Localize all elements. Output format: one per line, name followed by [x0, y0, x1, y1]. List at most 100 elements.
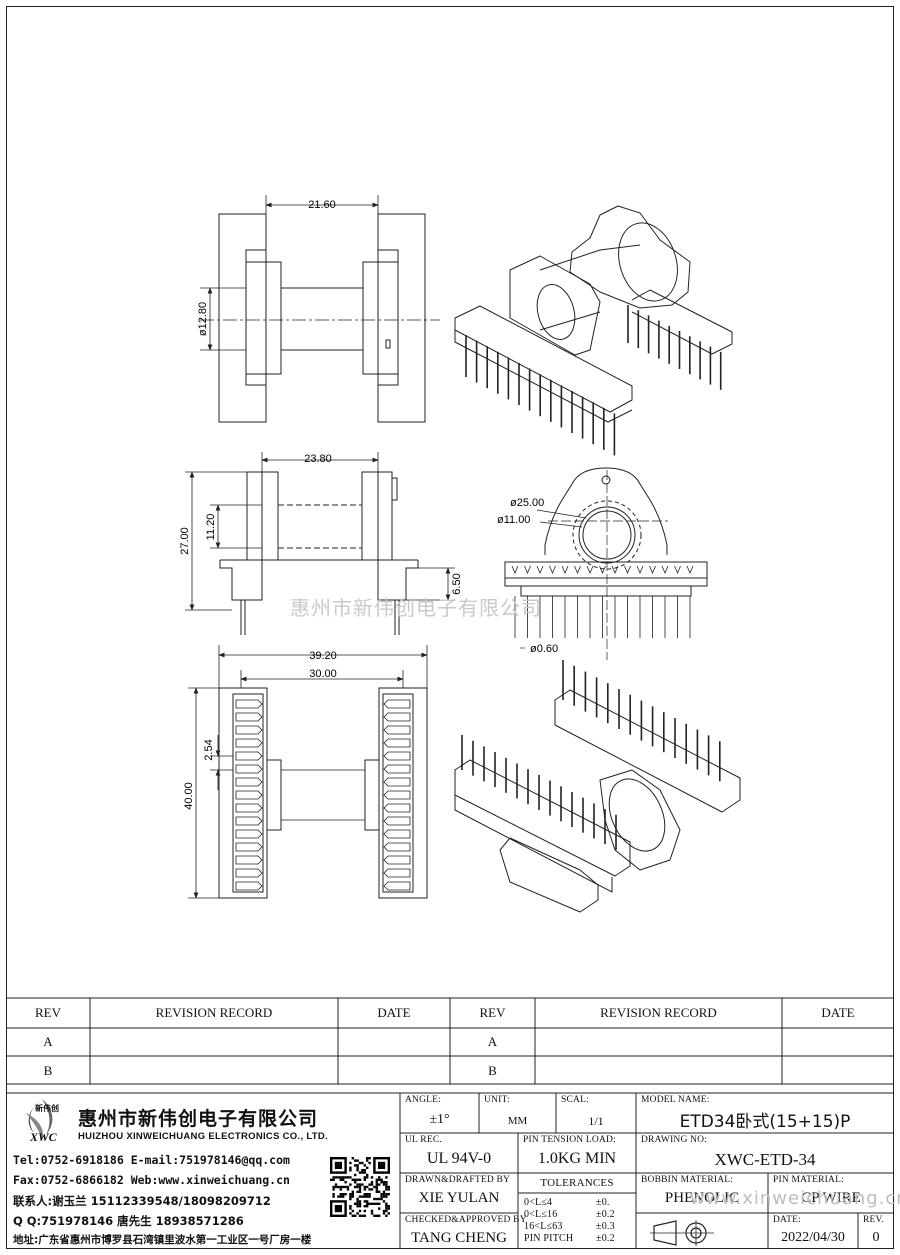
- ul-label: UL REC.: [405, 1135, 442, 1145]
- qr-module: [344, 1181, 347, 1184]
- pin-slot-left: [235, 738, 263, 748]
- qr-module: [349, 1195, 352, 1198]
- qr-module: [349, 1183, 352, 1186]
- qr-module: [332, 1176, 335, 1179]
- iso-bottom-pins: [461, 660, 721, 850]
- end-pin-notch: [686, 565, 694, 575]
- qr-module: [354, 1164, 357, 1167]
- qr-module: [346, 1188, 350, 1191]
- qr-module: [358, 1185, 362, 1189]
- qr-module: [349, 1161, 352, 1165]
- qr-module: [366, 1200, 369, 1203]
- scal-label: SCAL:: [561, 1095, 589, 1105]
- qr-module: [387, 1188, 390, 1191]
- qr-module: [366, 1193, 369, 1196]
- qr-module: [358, 1183, 362, 1186]
- qr-module: [363, 1185, 366, 1189]
- qr-module: [334, 1183, 338, 1186]
- qr-module: [349, 1197, 352, 1201]
- rev-row-b-right: B: [488, 1063, 497, 1078]
- logo-cn: 新伟创: [35, 1104, 59, 1113]
- qr-module: [366, 1176, 369, 1179]
- qr-module: [378, 1178, 381, 1181]
- qr-module: [358, 1209, 362, 1213]
- qr-module: [382, 1209, 386, 1213]
- qr-module: [344, 1176, 347, 1179]
- qr-module: [378, 1176, 381, 1179]
- top-view: [200, 195, 440, 423]
- end-pin-notch: [649, 565, 656, 575]
- date-value: 2022/04/30: [781, 1230, 845, 1245]
- qr-module: [366, 1159, 369, 1162]
- pin-slot-right: [383, 738, 411, 748]
- pin-slot-left: [235, 842, 263, 852]
- qr-module: [354, 1185, 357, 1189]
- qr-module: [366, 1185, 369, 1189]
- pin-slot-left: [235, 803, 263, 813]
- qr-module: [349, 1205, 352, 1208]
- scal-value: 1/1: [588, 1114, 604, 1128]
- qr-module: [356, 1205, 359, 1208]
- rev-header-1: REV: [35, 1005, 61, 1020]
- model-label: MODEL NAME:: [641, 1095, 710, 1105]
- tol-value-2: ±0.3: [596, 1221, 615, 1232]
- pin-slot-left: [235, 855, 263, 865]
- qr-module: [330, 1178, 333, 1181]
- qr-module: [356, 1200, 359, 1203]
- date-header-2: DATE: [821, 1005, 855, 1020]
- qr-module: [368, 1195, 371, 1198]
- qr-module: [375, 1185, 378, 1189]
- end-pin-notch: [611, 565, 619, 575]
- iso-top-pins: [465, 305, 722, 456]
- tol-range-1: 0<L≤16: [524, 1209, 558, 1220]
- qr-module: [332, 1178, 335, 1181]
- pin-slot-right: [383, 751, 411, 761]
- qr-module: [349, 1193, 352, 1196]
- tol-range-2: 16<L≤63: [524, 1221, 563, 1232]
- dim-bot-height: 40.00: [183, 782, 195, 810]
- qr-module: [342, 1178, 345, 1181]
- bottom-view: [188, 645, 428, 899]
- contact-fax: Fax:0752-6866182 Web:www.xinweichuang.cn: [13, 1173, 290, 1187]
- qr-module: [366, 1205, 369, 1208]
- qr-module: [332, 1185, 335, 1189]
- pin-slot-right: [383, 764, 411, 774]
- qr-module: [387, 1205, 390, 1208]
- qr-module: [368, 1157, 371, 1160]
- qr-module: [342, 1193, 345, 1196]
- side-view: [185, 452, 455, 635]
- qr-module: [351, 1190, 354, 1193]
- qr-module: [370, 1176, 374, 1179]
- end-pin-notch: [549, 565, 556, 575]
- rev-row-a-right: A: [487, 1034, 498, 1049]
- qr-module: [385, 1205, 388, 1208]
- bobbin-value: PHENOLIC: [664, 1190, 740, 1206]
- qr-module: [356, 1185, 359, 1189]
- pin-slot-right: [383, 777, 411, 787]
- tol-range-3: PIN PITCH: [524, 1233, 574, 1244]
- qr-module: [382, 1181, 386, 1184]
- qr-module: [356, 1159, 359, 1162]
- qr-module: [351, 1178, 354, 1181]
- qr-module: [349, 1207, 352, 1210]
- qr-module: [385, 1176, 388, 1179]
- pin-slot-right: [383, 842, 411, 852]
- angle-label: ANGLE:: [405, 1095, 442, 1105]
- qr-module: [380, 1178, 383, 1181]
- qr-module: [363, 1178, 366, 1181]
- qr-module: [375, 1202, 378, 1205]
- angle-value: ±1°: [429, 1112, 450, 1127]
- qr-code: [330, 1157, 390, 1217]
- qr-module: [358, 1214, 362, 1217]
- qr-module: [373, 1202, 376, 1205]
- qr-module: [337, 1176, 340, 1179]
- qr-module: [375, 1181, 378, 1184]
- qr-module: [385, 1202, 388, 1205]
- qr-module: [373, 1197, 376, 1201]
- end-pin-notch: [599, 565, 606, 575]
- drawing-frame: [6, 6, 894, 1249]
- end-view-pins: [511, 565, 694, 638]
- tol-range-0: 0<L≤4: [524, 1197, 553, 1208]
- qr-module: [334, 1185, 338, 1189]
- qr-module: [349, 1169, 352, 1172]
